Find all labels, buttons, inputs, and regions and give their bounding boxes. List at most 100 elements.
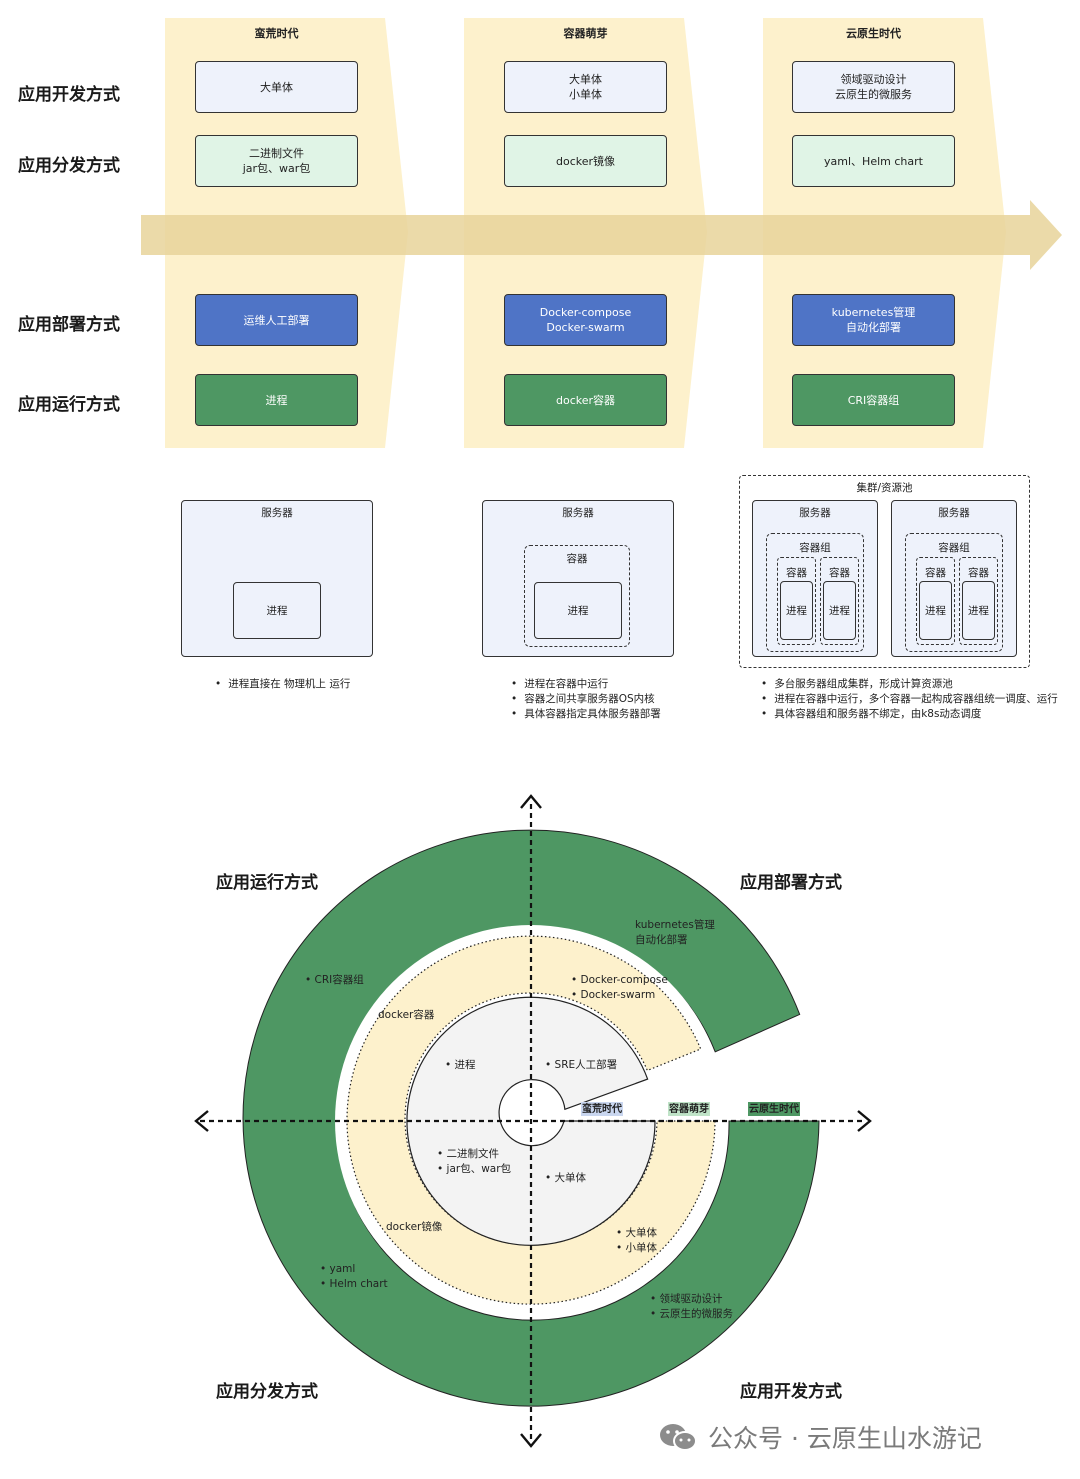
arch3-notes: 多台服务器组成集群，形成计算资源池 进程在容器中运行，多个容器一起构成容器组统一… [761, 677, 1058, 722]
era1-dist-line2: jar包、war包 [242, 162, 311, 175]
era-tag-3-bg [748, 1102, 800, 1116]
era1-deploy-line1: 运维人工部署 [243, 313, 310, 327]
quadrant-label-bottom-left: 应用分发方式 [216, 1382, 318, 1402]
arch1-note: 进程直接在 物理机上 运行 [215, 677, 350, 692]
arch2-process: 进程 [534, 582, 622, 639]
arch3-process-2b-label: 进程 [968, 605, 989, 617]
era-tag-1-bg [581, 1102, 623, 1116]
outer-run-text: • CRI容器组 [305, 974, 364, 986]
inner-deploy-text: • SRE人工部署 [545, 1059, 618, 1071]
era1-dist-box: 二进制文件 jar包、war包 [195, 135, 358, 187]
quadrant-label-top-left: 应用运行方式 [216, 873, 318, 893]
arch3-process-2a: 进程 [919, 581, 952, 640]
row-label-dev: 应用开发方式 [18, 85, 120, 105]
era2-dev-line1: 大单体 [569, 73, 602, 86]
evolution-ring-diagram [194, 794, 872, 1448]
row-label-deploy: 应用部署方式 [18, 315, 120, 335]
era1-run-box: 进程 [195, 374, 358, 426]
arrow-down-icon [520, 1433, 542, 1448]
era3-deploy-line1: kubernetes管理 [831, 306, 916, 319]
arch3-container-2b [959, 557, 998, 645]
arch1-server-label: 服务器 [261, 507, 293, 519]
arrow-right-icon [857, 1110, 872, 1132]
era1-run-line1: 进程 [265, 393, 288, 407]
era1-dev-line1: 大单体 [260, 80, 293, 94]
arch3-process-1b-label: 进程 [829, 605, 850, 617]
middle-deploy-text: • Docker-compose • Docker-swarm [571, 974, 668, 1001]
inner-dist-text: • 二进制文件 • jar包、war包 [437, 1148, 512, 1175]
era-title-2: 容器萌芽 [563, 27, 608, 40]
timeline-arrow [141, 200, 1062, 270]
arch3-process-2b: 进程 [962, 581, 995, 640]
era3-deploy-line2: 自动化部署 [846, 321, 901, 334]
era-tag-3: 云原生时代 [749, 1104, 799, 1115]
era3-dev-box: 领域驱动设计 云原生的微服务 [792, 61, 955, 113]
arch2-note: 容器之间共享服务器OS内核 [511, 692, 661, 707]
arch3-container-1b [820, 557, 859, 645]
era2-dist-box: docker镜像 [504, 135, 667, 187]
era2-deploy-line2: Docker-swarm [546, 321, 625, 334]
row-label-run: 应用运行方式 [18, 395, 120, 415]
era3-deploy-box: kubernetes管理 自动化部署 [792, 294, 955, 346]
arch3-server-1-label: 服务器 [799, 507, 831, 519]
middle-dev-text: • 大单体 • 小单体 [616, 1227, 658, 1254]
era-tag-1: 蛮荒时代 [582, 1104, 622, 1115]
arch3-pod-2 [905, 533, 1003, 652]
era3-dist-line1: yaml、Helm chart [824, 154, 923, 168]
era2-dev-line2: 小单体 [569, 88, 602, 101]
wechat-icon [660, 1424, 697, 1451]
arch3-container-2b-label: 容器 [968, 567, 989, 579]
arch1-process: 进程 [233, 582, 321, 639]
arch2-process-label: 进程 [567, 605, 589, 617]
arch3-process-2a-label: 进程 [925, 605, 946, 617]
arrow-up-icon [520, 794, 542, 809]
arch3-pod-1-label: 容器组 [799, 542, 831, 554]
arch3-pod-1 [766, 533, 864, 652]
outer-dist-text: • yaml • Helm chart [320, 1263, 388, 1290]
inner-run-text: • 进程 [445, 1059, 476, 1071]
arch3-process-1b: 进程 [823, 581, 856, 640]
middle-dist-text: docker镜像 [386, 1221, 443, 1233]
arch3-note: 具体容器组和服务器不绑定，由k8s动态调度 [761, 707, 1058, 722]
arch3-process-1a-label: 进程 [786, 605, 807, 617]
era2-dev-box: 大单体 小单体 [504, 61, 667, 113]
arch3-cluster-label: 集群/资源池 [856, 482, 913, 494]
arch3-note: 多台服务器组成集群，形成计算资源池 [761, 677, 1058, 692]
era2-run-line1: docker容器 [555, 393, 616, 407]
era2-dist-line1: docker镜像 [555, 154, 616, 168]
era1-dev-box: 大单体 [195, 61, 358, 113]
arch2-container-label: 容器 [566, 553, 588, 565]
arch2-server-label: 服务器 [562, 507, 594, 519]
era1-dist-line1: 二进制文件 [249, 147, 304, 160]
era3-run-box: CRI容器组 [792, 374, 955, 426]
arch3-pod-2-label: 容器组 [938, 542, 970, 554]
era3-dev-line1: 领域驱动设计 [840, 73, 907, 86]
middle-run-text: docker容器 [378, 1009, 435, 1021]
quadrant-label-bottom-right: 应用开发方式 [740, 1382, 842, 1402]
arch3-container-2a [916, 557, 955, 645]
arch3-container-1a-label: 容器 [786, 567, 807, 579]
arrow-left-icon [194, 1110, 209, 1132]
era-title-1: 蛮荒时代 [254, 27, 299, 40]
arch2-notes: 进程在容器中运行 容器之间共享服务器OS内核 具体容器指定具体服务器部署 [511, 677, 661, 722]
outer-dev-text: • 领域驱动设计 • 云原生的微服务 [650, 1293, 734, 1320]
era2-deploy-box: Docker-compose Docker-swarm [504, 294, 667, 346]
era3-dev-line2: 云原生的微服务 [835, 88, 912, 101]
arch3-note: 进程在容器中运行，多个容器一起构成容器组统一调度、运行 [761, 692, 1058, 707]
watermark-text: 公众号 · 云原生山水游记 [708, 1424, 982, 1453]
era2-run-box: docker容器 [504, 374, 667, 426]
arch1-process-label: 进程 [266, 605, 288, 617]
era-tag-2: 容器萌芽 [669, 1104, 709, 1115]
arch3-cluster [739, 475, 1030, 668]
quadrant-label-top-right: 应用部署方式 [740, 873, 842, 893]
arch3-container-1b-label: 容器 [829, 567, 850, 579]
arch2-container [524, 545, 630, 647]
row-label-dist: 应用分发方式 [18, 156, 120, 176]
inner-ring [406, 996, 656, 1246]
arch1-notes: 进程直接在 物理机上 运行 [215, 677, 350, 692]
outer-ring [242, 829, 820, 1407]
era1-deploy-box: 运维人工部署 [195, 294, 358, 346]
era-tag-2-bg [668, 1102, 710, 1116]
arch3-container-1a [777, 557, 816, 645]
era2-deploy-line1: Docker-compose [539, 306, 632, 319]
